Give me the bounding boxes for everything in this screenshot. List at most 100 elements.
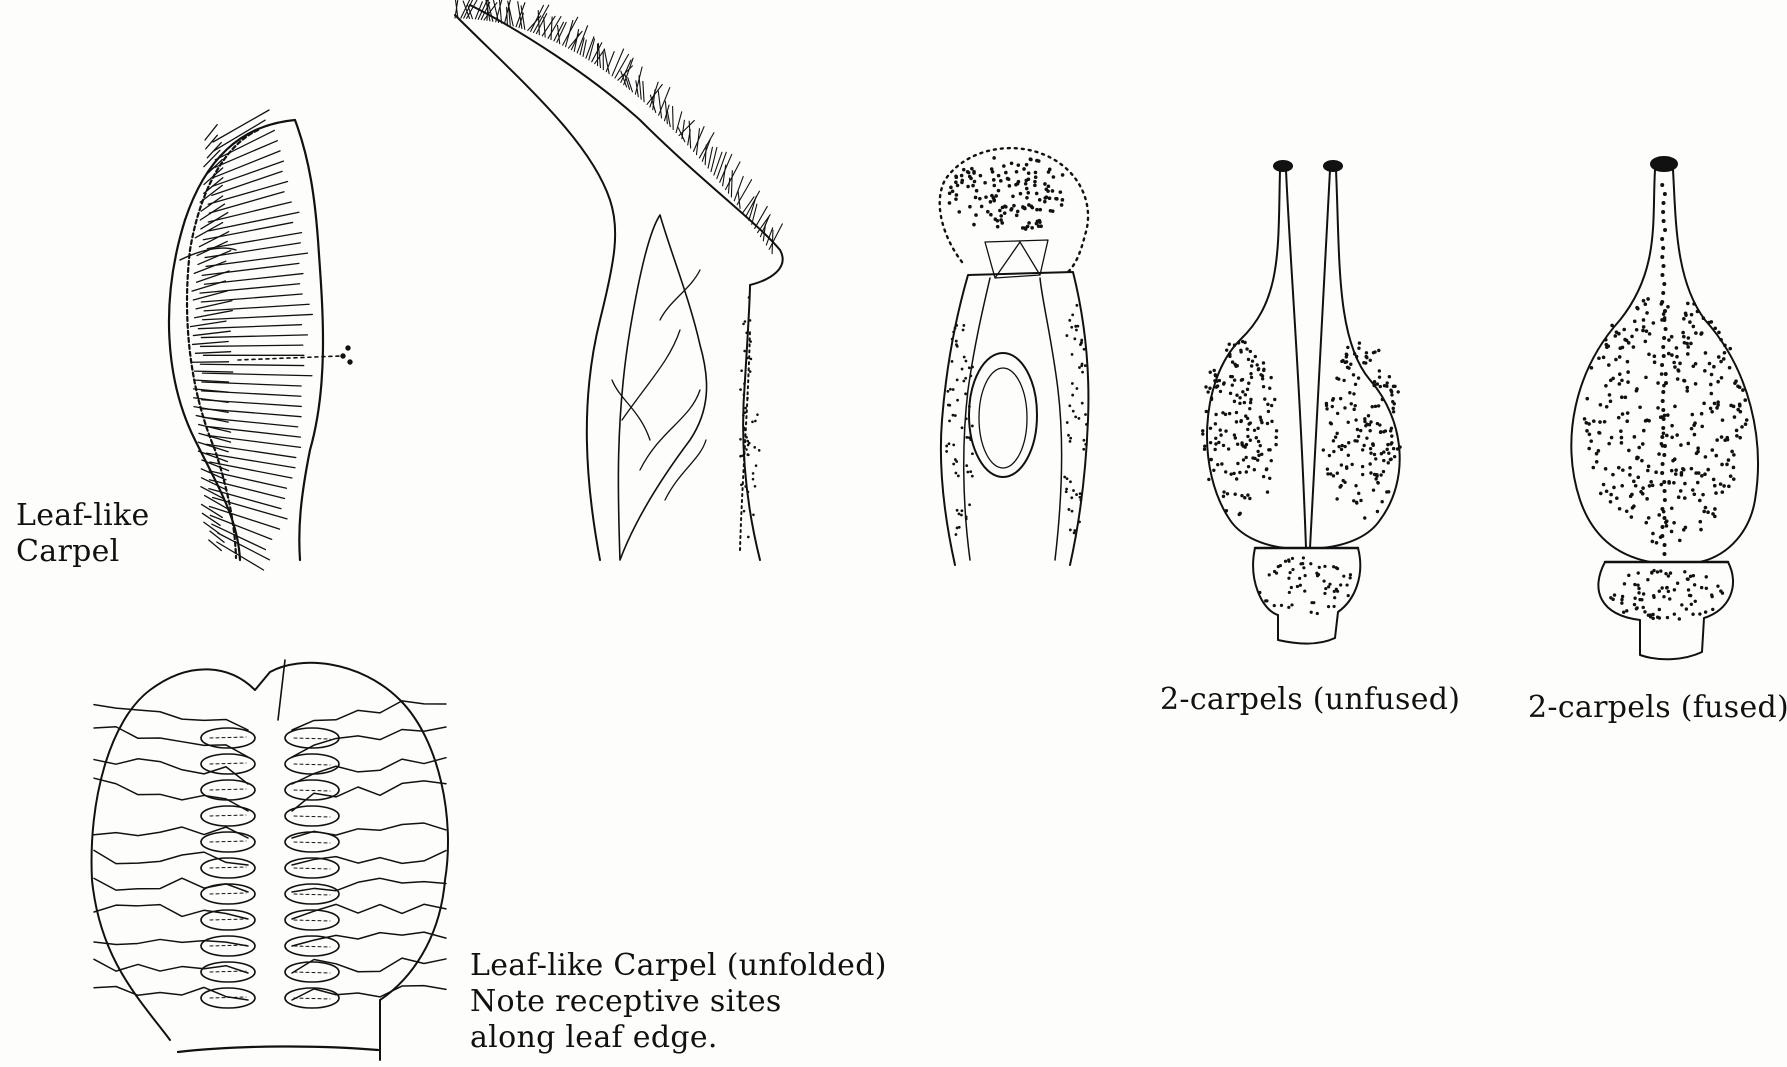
stipple-dot: [966, 185, 970, 189]
stipple-dot: [951, 338, 954, 341]
stipple-dot: [1377, 349, 1380, 352]
stipple-dot: [961, 426, 964, 429]
stipple-dot: [1670, 353, 1674, 357]
stipple-dot: [1210, 458, 1213, 461]
stipple-dot: [1233, 343, 1236, 346]
stipple-dot: [1076, 387, 1079, 390]
stipple-dot: [1260, 421, 1263, 424]
stipple-dot: [1376, 481, 1379, 484]
receptive-site-texture: [294, 842, 330, 843]
stipple-dot: [1713, 507, 1717, 511]
stipple-dot: [1310, 611, 1313, 614]
stipple-dot: [744, 320, 747, 323]
stipple-dot: [1340, 444, 1343, 447]
stipple-dot: [743, 393, 746, 396]
stipple-dot: [1299, 584, 1302, 587]
stipple-dot: [1738, 385, 1742, 389]
stipple-dot: [1030, 205, 1034, 209]
stipple-dot: [1349, 576, 1352, 579]
stipple-dot: [1741, 388, 1745, 392]
stipple-dot: [1357, 492, 1360, 495]
stipple-dot: [1645, 329, 1649, 333]
unfolded-carpel-drawing: [92, 660, 448, 1060]
stipple-dot: [1635, 607, 1638, 610]
crest-hair: [551, 17, 552, 40]
stipple-dot: [1680, 603, 1683, 606]
stipple-dot: [749, 340, 752, 343]
stipple-dot: [1380, 500, 1383, 503]
receptive-site-texture: [294, 738, 330, 739]
stipple-dot: [1345, 583, 1348, 586]
stipple-dot: [1379, 431, 1382, 434]
vein-line: [292, 932, 446, 946]
stipple-dot: [1674, 468, 1678, 472]
seam-dot: [1661, 408, 1665, 412]
stipple-dot: [1335, 497, 1338, 500]
stipple-dot: [951, 189, 955, 193]
seam-dot: [1664, 381, 1668, 385]
stipple-dot: [1709, 407, 1713, 411]
seam-dot: [1661, 462, 1665, 466]
stipple-dot: [1287, 558, 1290, 561]
crest-hair: [717, 152, 726, 178]
stipple-dot: [1079, 499, 1082, 502]
stipple-dot: [1213, 379, 1216, 382]
seam-dot: [1660, 435, 1664, 439]
stipple-dot: [1613, 593, 1616, 596]
stipple-dot: [1642, 592, 1645, 595]
stipple-dot: [1609, 493, 1613, 497]
stipple-dot: [1633, 319, 1637, 323]
stipple-dot: [1613, 334, 1617, 338]
receptive-site-texture: [210, 763, 246, 764]
stipple-dot: [1726, 438, 1730, 442]
stipple-dot: [1656, 616, 1659, 619]
crest-hair: [639, 76, 641, 99]
stipple-dot: [1284, 560, 1287, 563]
stipple-dot: [1644, 340, 1648, 344]
receptive-site-texture: [294, 972, 330, 973]
stipple-dot: [1713, 402, 1717, 406]
stipple-dot: [1357, 435, 1360, 438]
stipple-dot: [1332, 565, 1335, 568]
vein-line: [292, 878, 446, 892]
stipple-dot: [739, 388, 742, 391]
stipple-dot: [1036, 219, 1040, 223]
stipple-dot: [1721, 418, 1725, 422]
stipple-dot: [1730, 450, 1734, 454]
stipple-dot: [1011, 195, 1015, 199]
stipple-dot: [1670, 435, 1674, 439]
stipple-dot: [744, 407, 747, 410]
stipple-dot: [1338, 485, 1341, 488]
stipple-dot: [1208, 387, 1211, 390]
stipple-dot: [1061, 198, 1065, 202]
stipple-dot: [1637, 446, 1641, 450]
stipple-dot: [973, 180, 977, 184]
hatch-line: [193, 342, 229, 345]
stipple-dot: [743, 510, 746, 513]
stipple-dot: [1647, 464, 1651, 468]
stipple-dot: [1235, 411, 1238, 414]
stipple-dot: [1316, 574, 1319, 577]
stipple-dot: [1382, 459, 1385, 462]
hatch-line: [200, 204, 224, 220]
stipple-dot: [974, 196, 978, 200]
stipple-dot: [1038, 198, 1042, 202]
stipple-dot: [1000, 221, 1004, 225]
stipple-dot: [965, 464, 968, 467]
stipple-dot: [1261, 377, 1264, 380]
stipple-dot: [1589, 439, 1593, 443]
stipple-dot: [1326, 467, 1329, 470]
stipple-dot: [1039, 224, 1043, 228]
stipple-dot: [1640, 459, 1644, 463]
stipple-dot: [963, 356, 966, 359]
stipple-dot: [1213, 369, 1216, 372]
stipple-dot: [1660, 442, 1664, 446]
stipple-dot: [1323, 592, 1326, 595]
stipple-dot: [1246, 428, 1249, 431]
stipple-dot: [965, 417, 968, 420]
stipple-dot: [1676, 368, 1680, 372]
stipple-dot: [1003, 211, 1007, 215]
stipple-dot: [1373, 453, 1376, 456]
stipple-dot: [1233, 493, 1236, 496]
receptive-site-texture: [294, 946, 330, 947]
